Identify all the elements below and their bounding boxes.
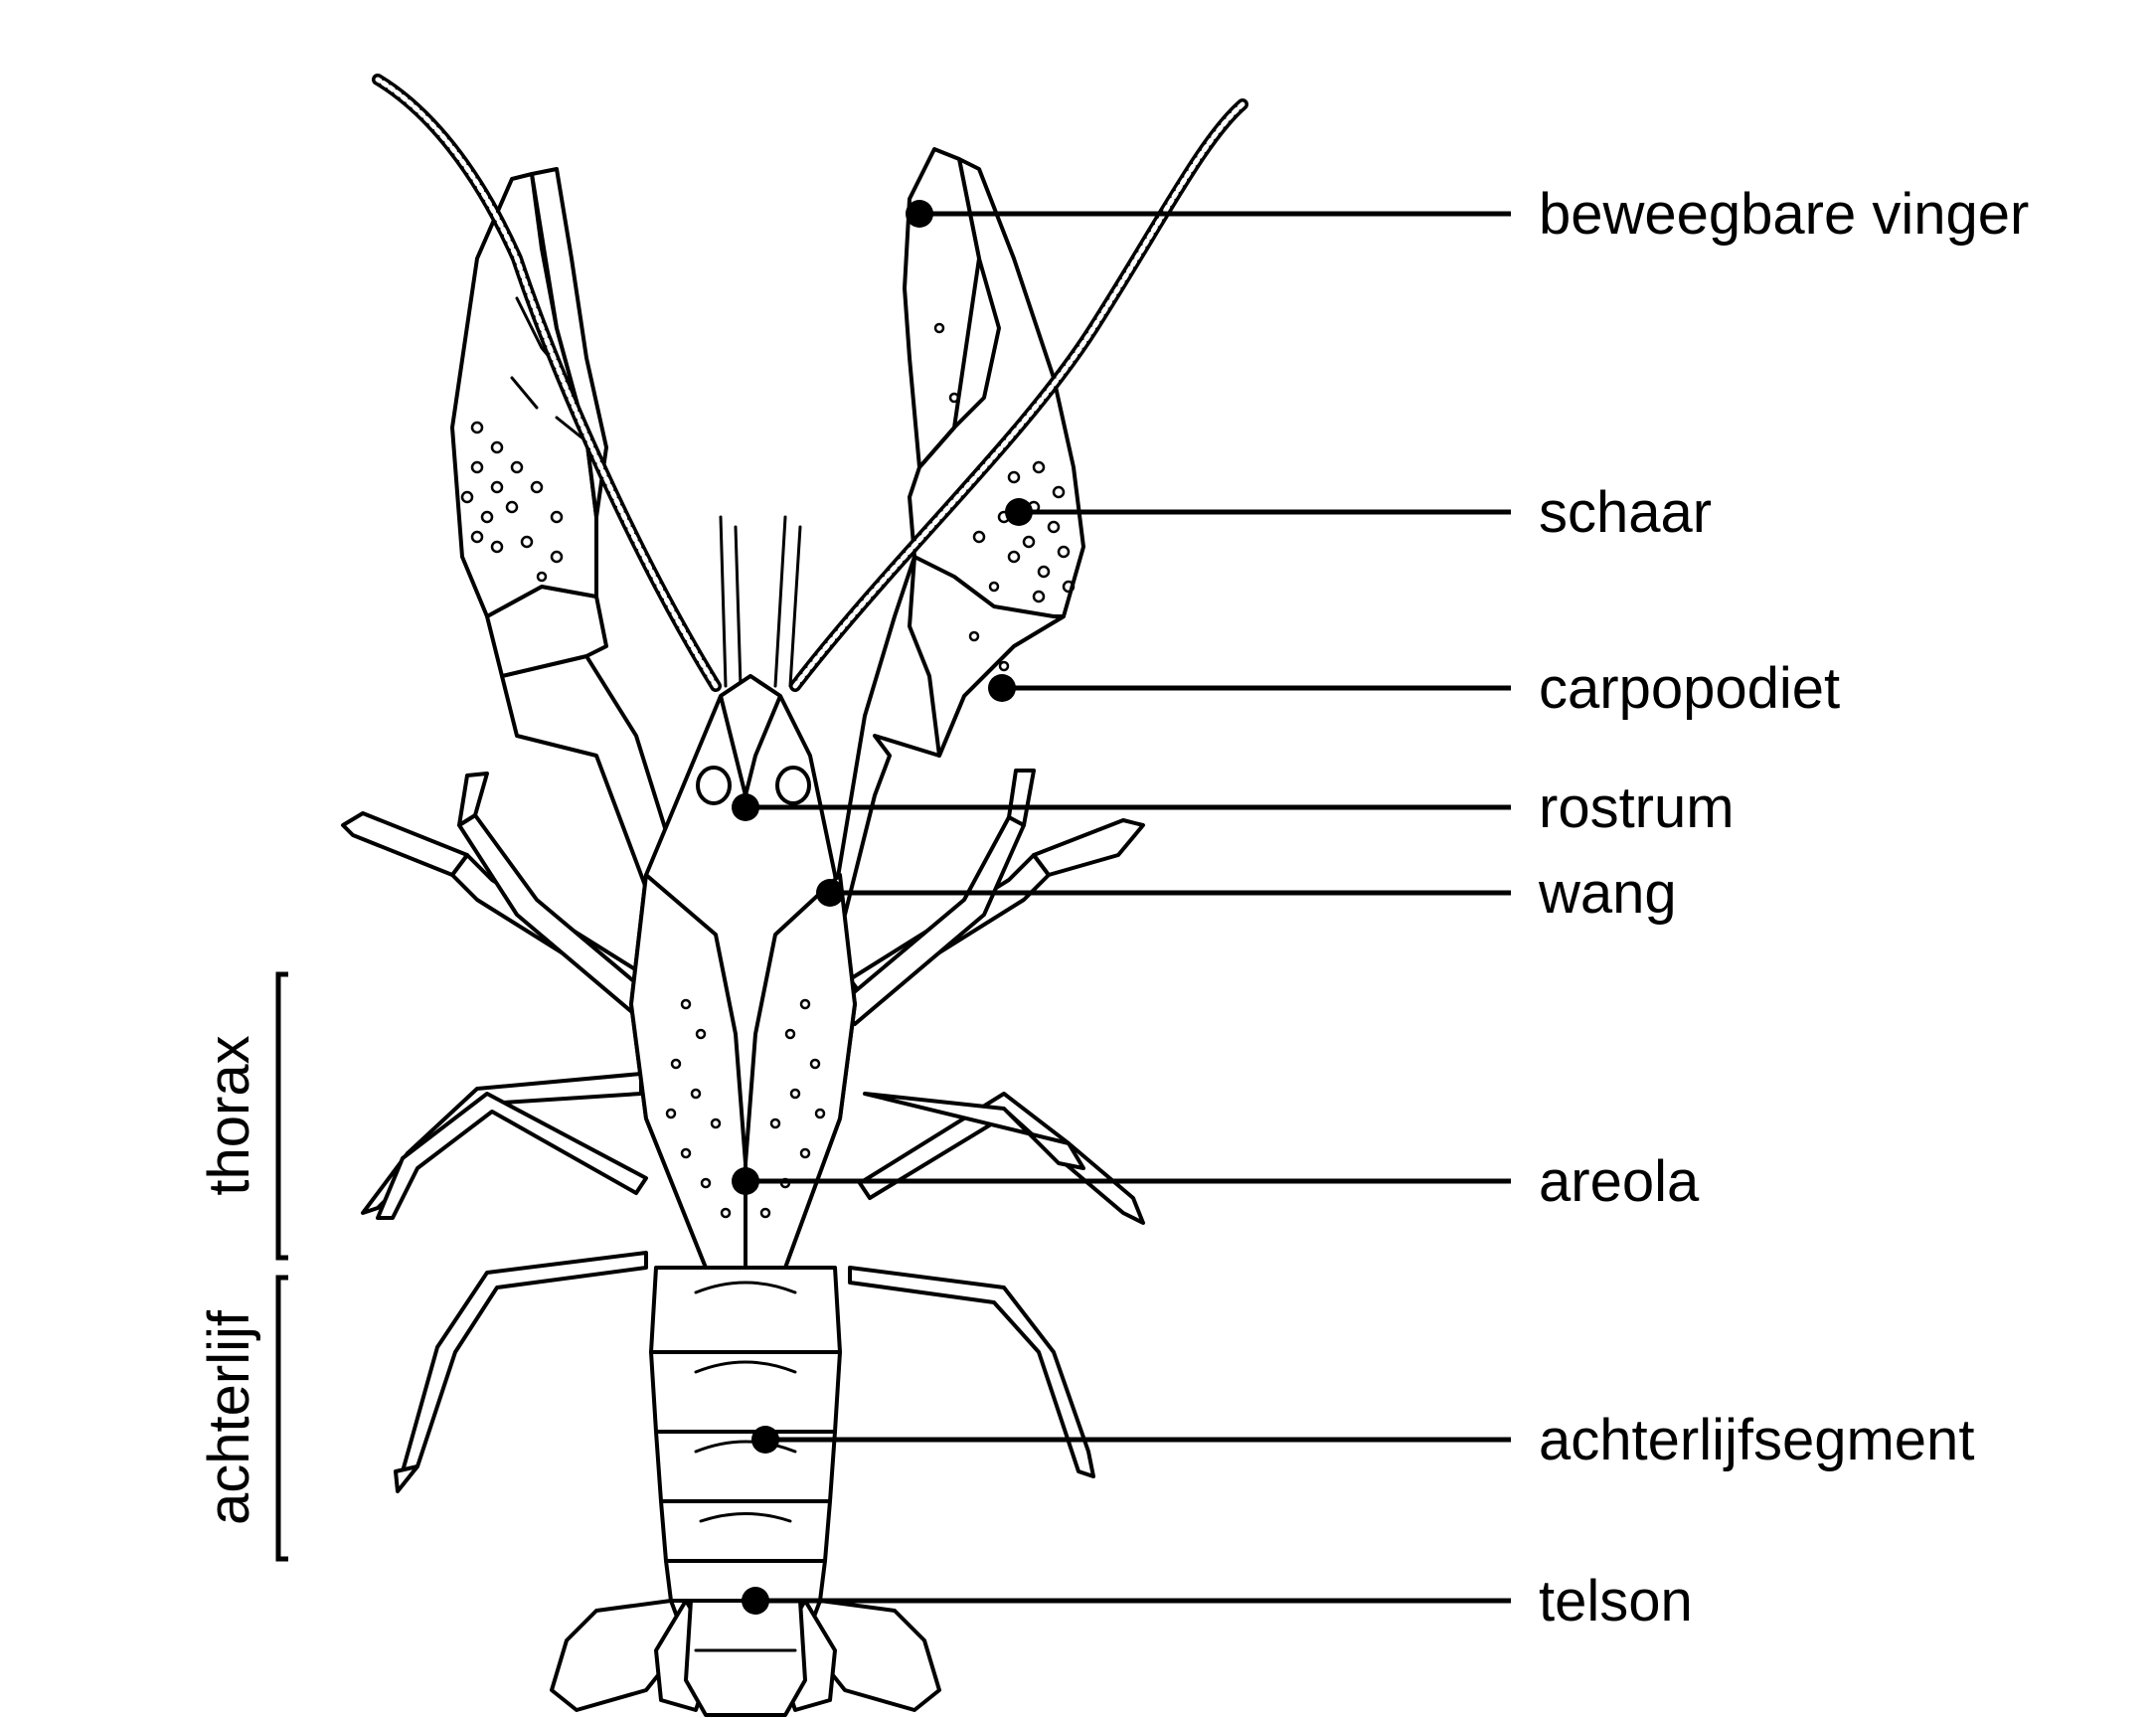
thorax-label: thorax [197, 1035, 261, 1195]
marker-schaar [1005, 498, 1033, 526]
callout-rostrum: rostrum [732, 775, 1735, 840]
left-legs [341, 772, 663, 1493]
marker-rostrum [732, 793, 759, 821]
tail-fan [550, 1599, 941, 1717]
label-telson: telson [1539, 1569, 1693, 1633]
marker-telson [742, 1587, 769, 1615]
abdomen [649, 1266, 842, 1603]
callout-achterlijfsegment: achterlijfsegment [751, 1408, 1974, 1472]
marker-areola [732, 1167, 759, 1195]
callout-telson: telson [742, 1569, 1693, 1633]
callout-beweegbare-vinger: beweegbare vinger [906, 182, 2029, 247]
label-achterlijfsegment: achterlijfsegment [1539, 1408, 1974, 1472]
achterlijf-label: achterlijf [197, 1309, 261, 1525]
right-legs [838, 769, 1145, 1478]
marker-carpopodiet [988, 674, 1016, 702]
thorax-bracket: thorax [197, 971, 288, 1261]
carapace [629, 674, 857, 1270]
label-areola: areola [1539, 1149, 1700, 1214]
label-rostrum: rostrum [1539, 775, 1735, 840]
marker-achterlijfsegment [751, 1426, 779, 1454]
callout-carpopodiet: carpopodiet [988, 656, 1840, 721]
marker-wang [816, 879, 844, 907]
label-schaar: schaar [1539, 480, 1712, 545]
callout-wang: wang [816, 861, 1677, 926]
label-beweegbare-vinger: beweegbare vinger [1539, 182, 2029, 247]
crayfish-illustration [341, 74, 1248, 1717]
callout-areola: areola [732, 1149, 1700, 1214]
right-claw-texture [933, 322, 1076, 672]
left-claw-texture [460, 421, 564, 583]
antennae [372, 74, 1248, 692]
label-wang: wang [1538, 861, 1677, 926]
marker-beweegbare-vinger [906, 200, 933, 228]
right-claw [833, 147, 1085, 917]
label-carpopodiet: carpopodiet [1539, 656, 1840, 721]
achterlijf-bracket: achterlijf [197, 1275, 288, 1562]
callout-schaar: schaar [1005, 480, 1712, 545]
carapace-texture [665, 998, 826, 1219]
left-claw [450, 167, 688, 917]
